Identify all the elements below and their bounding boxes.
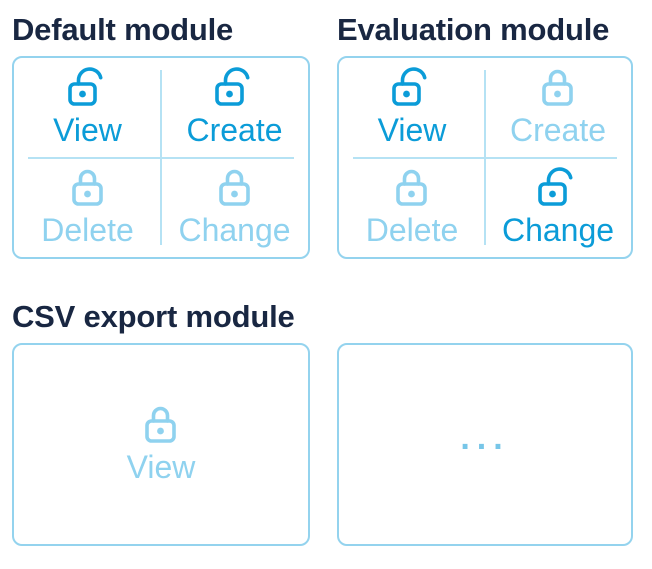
permission-label: Delete <box>365 211 459 248</box>
permission-view[interactable]: View <box>126 404 196 485</box>
permission-quadrants: View Create <box>14 58 308 257</box>
permission-create[interactable]: Create <box>485 58 631 158</box>
lock-open-icon <box>538 167 573 206</box>
module-evaluation: Evaluation module <box>337 12 633 259</box>
module-title <box>337 299 633 335</box>
permission-label: Change <box>178 211 291 248</box>
permission-label: Create <box>509 112 607 149</box>
lock-closed-icon <box>396 169 427 206</box>
horizontal-divider <box>353 156 617 159</box>
lock-open-icon <box>214 67 249 107</box>
permission-label: View <box>377 112 447 149</box>
module-csv-export: CSV export module View <box>12 299 310 546</box>
lock-closed-icon <box>218 169 250 206</box>
lock-open-icon <box>392 67 427 107</box>
permission-delete[interactable]: Delete <box>14 158 161 258</box>
permission-delete[interactable]: Delete <box>339 158 485 258</box>
permission-label: Delete <box>41 211 134 248</box>
lock-closed-icon <box>145 406 176 443</box>
modules-grid: Default module <box>12 12 652 546</box>
permission-label: View <box>53 112 122 149</box>
permission-change[interactable]: Change <box>485 158 631 258</box>
permission-view[interactable]: View <box>14 58 161 158</box>
module-card: View Create <box>12 56 310 259</box>
lock-closed-icon <box>542 69 573 107</box>
permission-quadrants: View Create <box>339 58 631 257</box>
permission-label: Create <box>186 112 283 149</box>
horizontal-divider <box>28 156 294 159</box>
module-card: ... <box>337 343 633 546</box>
module-title: Default module <box>12 12 234 47</box>
module-placeholder: ... <box>337 299 633 546</box>
permission-label: Change <box>501 211 615 248</box>
permission-change[interactable]: Change <box>161 158 308 258</box>
module-title: Evaluation module <box>337 12 610 47</box>
ellipsis-indicator: ... <box>460 418 510 457</box>
module-card: View <box>12 343 310 546</box>
permission-label: View <box>126 449 196 485</box>
module-card: View Create <box>337 56 633 259</box>
lock-open-icon <box>67 67 102 107</box>
module-default: Default module <box>12 12 310 259</box>
permission-create[interactable]: Create <box>161 58 308 158</box>
module-title: CSV export module <box>12 299 295 334</box>
permission-view[interactable]: View <box>339 58 485 158</box>
lock-closed-icon <box>71 169 103 206</box>
